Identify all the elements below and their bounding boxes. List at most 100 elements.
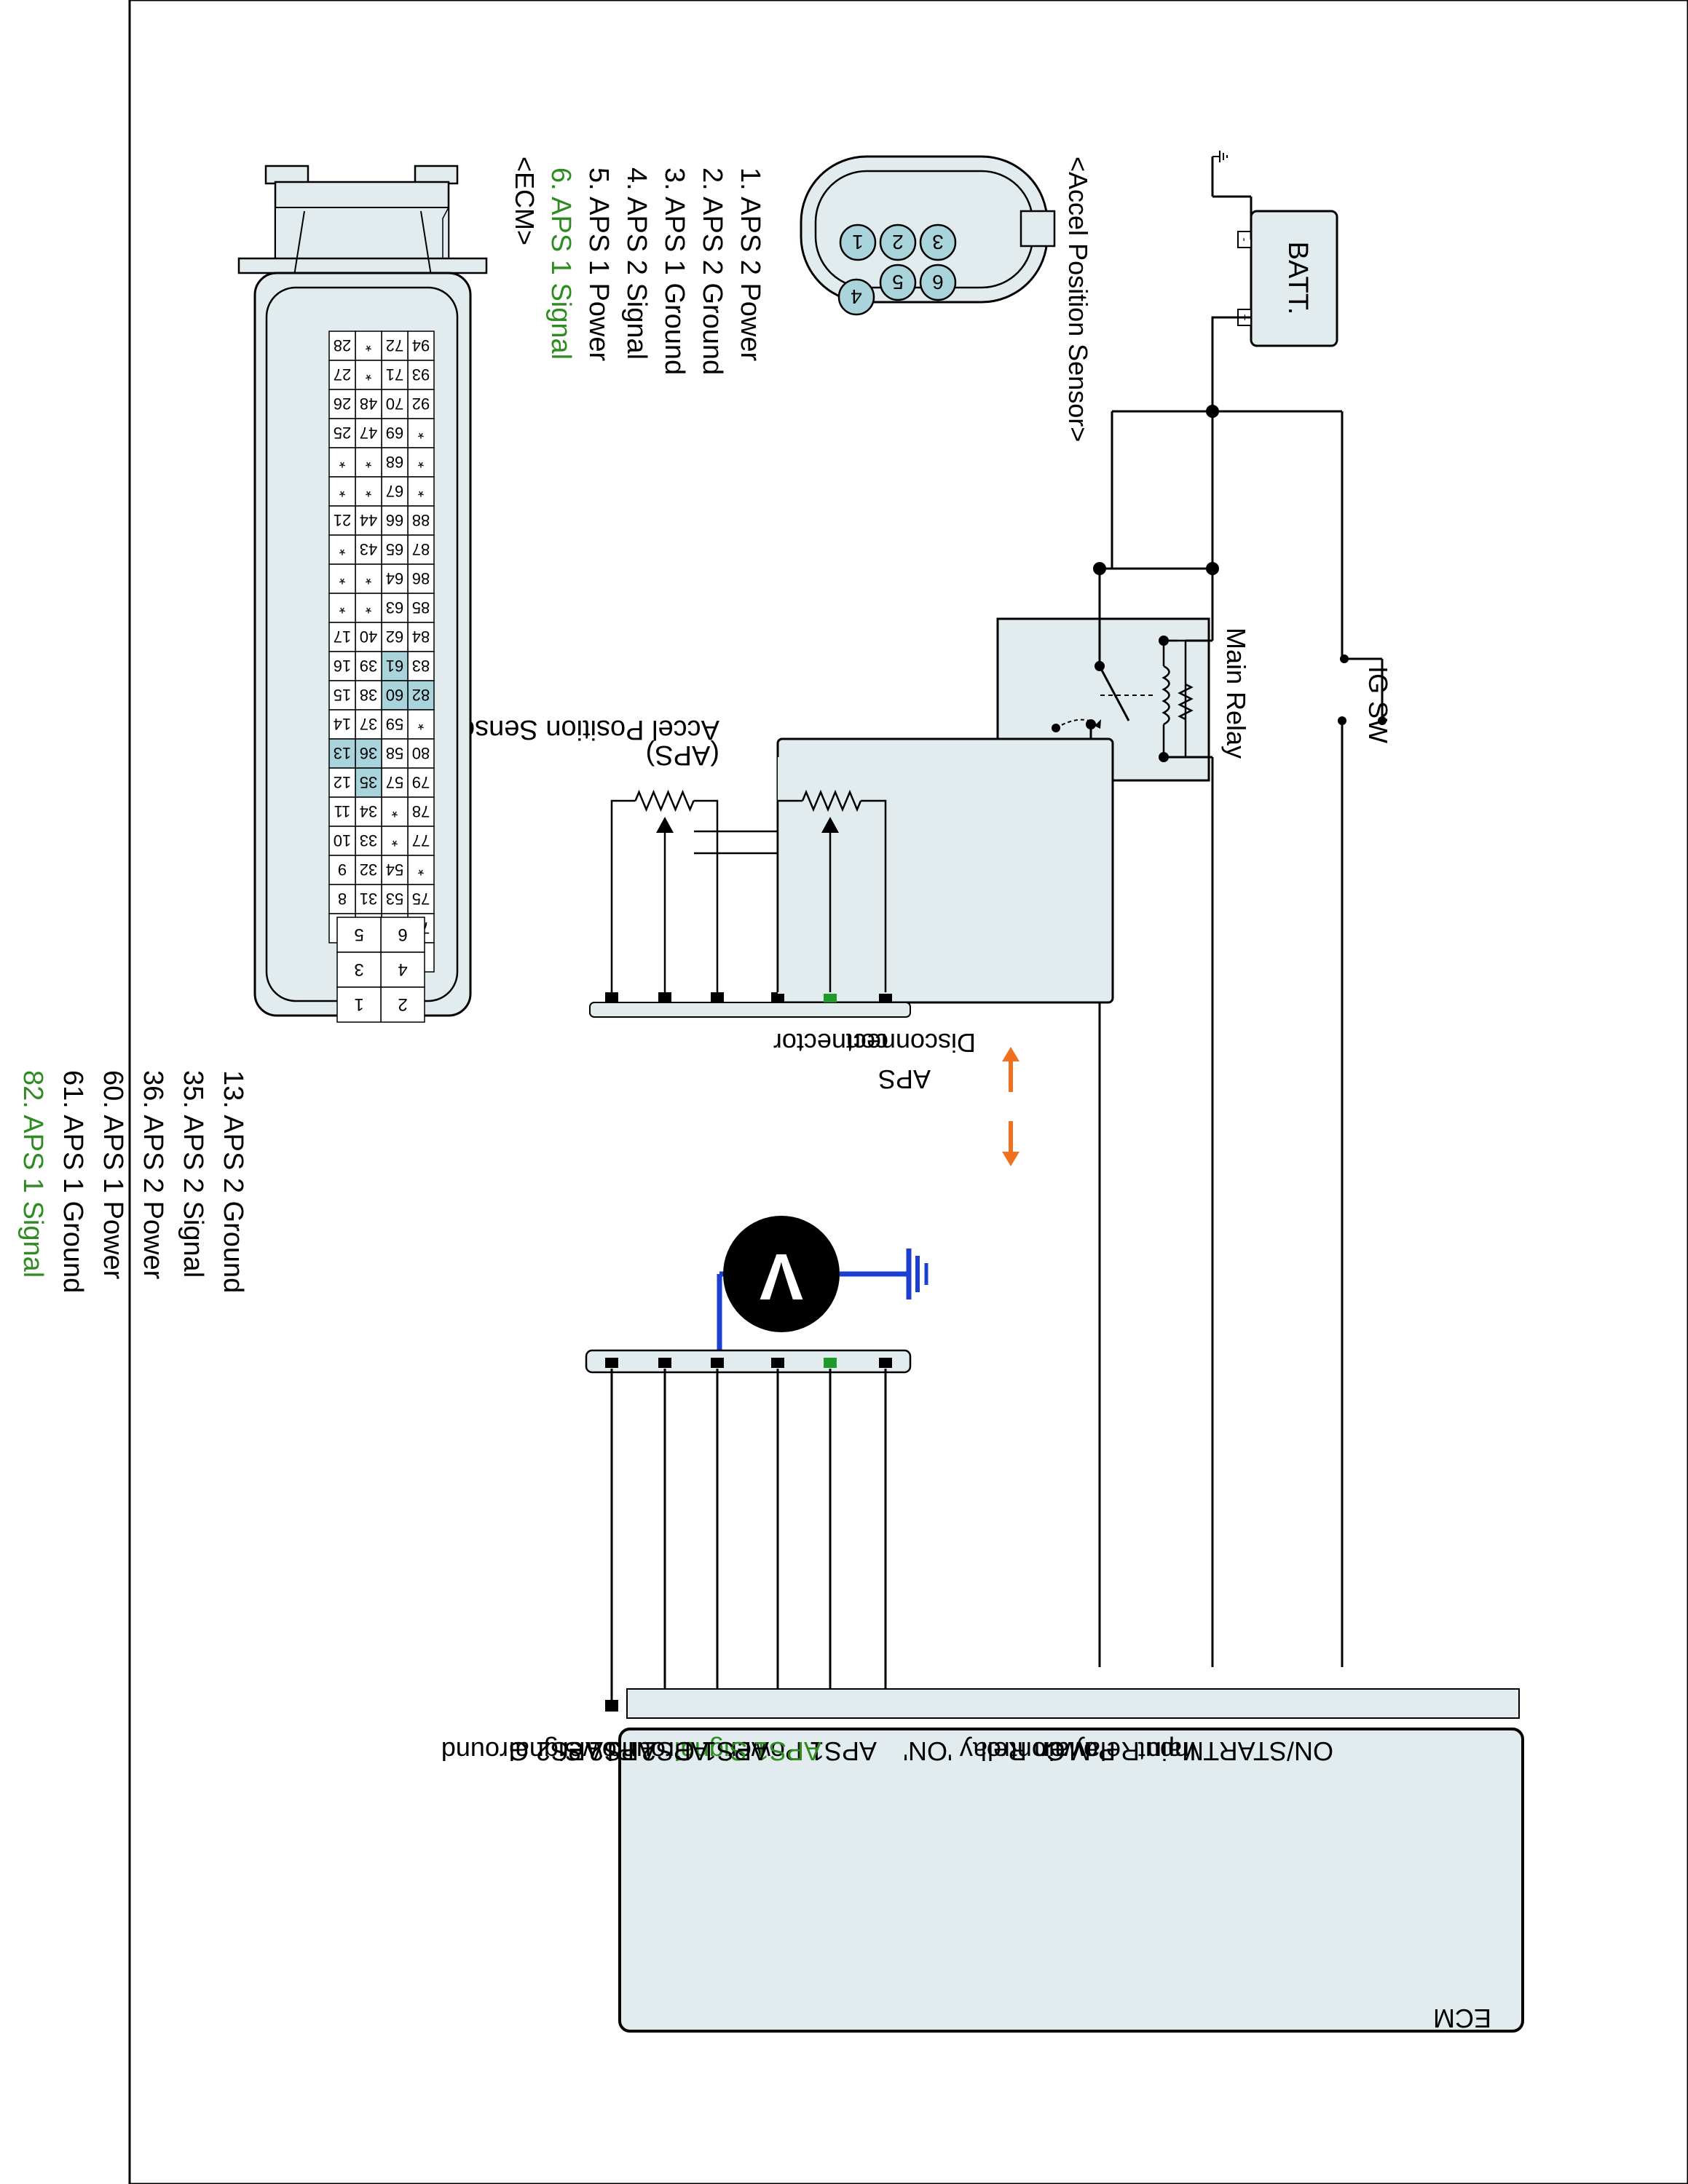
ecm-grid-cell-label: 64 — [386, 569, 403, 587]
ecm-grid-cell-label: 8 — [338, 890, 347, 908]
ecm-connector-grid: 949392***88878685848382*80797877*7574*72… — [328, 331, 435, 973]
ecm-pin-label: APS1 Power — [728, 1736, 877, 1766]
ecm-grid-cell-label: * — [391, 831, 398, 850]
ecm-grid-cell-label: 57 — [386, 773, 403, 791]
ecm-grid-cell-label: 33 — [360, 831, 377, 850]
ecm-grid-cell-label: * — [365, 365, 371, 384]
ecm-grid-cell-label: 53 — [386, 890, 403, 908]
ecm-grid-cell-label: 35 — [360, 773, 377, 791]
aps-face-pin — [837, 278, 875, 316]
disconnect-label-2: APS — [878, 1064, 931, 1094]
aps-face-pin — [839, 223, 877, 261]
ecm-grid-cell-label: 21 — [334, 511, 351, 529]
battery-box — [1250, 210, 1338, 347]
ecm-grid-cell-label: 11 — [334, 802, 351, 820]
ecm-pin-list-item: 82. APS 1 Signal — [17, 1070, 48, 1278]
sensor-pin — [771, 992, 784, 1002]
aps-face-pin — [919, 223, 957, 261]
ecm-grid-cell-label: 79 — [412, 773, 430, 791]
ecm-grid-cell-label: * — [339, 598, 345, 617]
aps-pin-list-item: 5. APS 1 Power — [583, 167, 614, 361]
ecm-pin-label-line2: Power — [1041, 1736, 1116, 1766]
ecm-grid-cell-label: 68 — [386, 453, 403, 471]
ecm-pin-label: Main Relay Control — [981, 1736, 1204, 1766]
ecm-grid-cell-label: * — [339, 482, 345, 500]
ecm-grid-cell-label: 12 — [334, 773, 351, 791]
ecm-pin-label: APS2 Ground — [441, 1736, 603, 1766]
ecm-grid-cell-label: * — [339, 540, 345, 558]
ecm-pin-list-item: 60. APS 1 Power — [98, 1070, 128, 1280]
aps-face-pin-number: 5 — [892, 271, 904, 293]
ecm-grid-cell-label: * — [417, 715, 424, 733]
ecm-grid-cell-label: 72 — [386, 336, 403, 355]
ecm-pin — [605, 1700, 618, 1712]
ecm-pin-list-item: 61. APS 1 Ground — [58, 1070, 88, 1293]
ecm-pin-label: APS1 Ground — [607, 1736, 769, 1766]
ig-sw-label: IG SW — [1363, 666, 1393, 743]
aps-pin-list-item: 6. APS 1 Signal — [545, 167, 576, 360]
ecm-grid-cell-label: 66 — [386, 511, 403, 529]
aps-connector-title: <Accel Position Sensor> — [1063, 157, 1093, 442]
aps-pin-list-item: 2. APS 2 Ground — [697, 167, 727, 375]
sensor-pin — [658, 992, 671, 1002]
ecm-grid-cell-label: 75 — [412, 890, 430, 908]
ecm-grid-cell-label: 60 — [386, 686, 403, 704]
ecm-pin-label: APS2 Power — [560, 1736, 709, 1766]
ecm-grid-cell-label: 80 — [412, 744, 430, 762]
ecm-small-cell-label: 5 — [354, 925, 363, 944]
aps-pin-list-item: 4. APS 2 Signal — [621, 167, 652, 360]
ecm-grid-cell-label: 44 — [360, 511, 377, 529]
ecm-grid-cell-label: 36 — [360, 744, 377, 762]
ecm-grid-cell-label: * — [365, 336, 371, 355]
ecm-grid-cell-label: 47 — [360, 424, 377, 442]
ecm-grid-cell-label: 92 — [412, 395, 430, 413]
breakout-pin — [605, 1358, 618, 1368]
ecm-grid-cell-label: 84 — [412, 628, 430, 646]
aps-face-pin-number: 6 — [932, 271, 944, 293]
battery: - + BATT. — [1211, 151, 1338, 347]
ecm-grid-cell-label: * — [417, 860, 424, 879]
ecm-grid-cell-label: 67 — [386, 482, 403, 500]
breakout-pin — [771, 1358, 784, 1368]
aps-face-pin-number: 4 — [851, 285, 862, 308]
ecm-grid-cell-label: 87 — [412, 540, 430, 558]
ecm-grid-cell-label: 9 — [338, 860, 347, 879]
voltmeter-body — [723, 1216, 840, 1332]
breakout-pin — [711, 1358, 724, 1368]
ecm-grid-cell-label: * — [339, 569, 345, 587]
landscape-group: - + BATT. IG SW Main Relay — [17, 151, 1524, 2033]
sensor-pin — [879, 992, 892, 1002]
harness — [585, 757, 1349, 1712]
aps-face-pin — [879, 264, 917, 301]
ecm-grid-cell-label: 26 — [334, 395, 351, 413]
ecm-grid-cell-label: * — [365, 598, 371, 617]
aps-face-pin — [919, 264, 957, 301]
ecm-pin-label: APS2 Signal — [509, 1736, 656, 1766]
ecm-grid-cell-label: 86 — [412, 569, 430, 587]
ecm-grid-cell-label: 61 — [386, 657, 403, 675]
ecm-grid-cell-label: * — [365, 453, 371, 471]
voltmeter: V — [717, 1216, 928, 1369]
ecm-small-cell — [336, 986, 382, 1023]
disconnect-label-1: Disconnect — [846, 1028, 976, 1058]
battery-minus: - — [1238, 237, 1250, 241]
ecm-pin-label: APS1 Signal — [674, 1736, 821, 1766]
battery-label: BATT. — [1282, 242, 1313, 315]
ecm-grid-cell-label: 78 — [412, 802, 430, 820]
ecm-grid-cell-label: 62 — [386, 628, 403, 646]
ecm-grid-cell-label: 14 — [334, 715, 351, 733]
breakout-pin — [658, 1358, 671, 1368]
aps-face-pin-number: 2 — [892, 231, 904, 253]
ecm-pin-list-item: 35. APS 2 Signal — [178, 1070, 208, 1278]
ecm-grid-cell-label: 71 — [386, 365, 403, 384]
ecm-grid-cell-label: 38 — [360, 686, 377, 704]
aps-pin-list-item: 1. APS 2 Power — [735, 167, 765, 361]
ecm-grid-cell-label: 32 — [360, 860, 377, 879]
ecm-grid-cell-label: 13 — [334, 744, 351, 762]
